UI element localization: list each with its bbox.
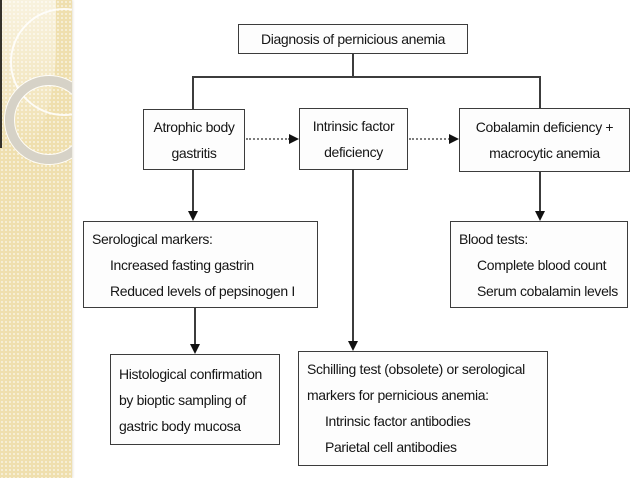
node-item: Intrinsic factor antibodies: [325, 413, 471, 429]
node-label: macrocytic anemia: [489, 145, 600, 161]
arrowhead-icon: [289, 134, 299, 144]
node-blood-tests: Blood tests: Complete blood count Serum …: [450, 221, 628, 308]
node-label: Schilling test (obsolete) or serological: [307, 361, 525, 377]
slide-sidebar-decoration: [0, 0, 72, 478]
dotted-arrow-intrinsic-to-cobalamin: [409, 138, 450, 140]
node-label: Histological confirmation: [119, 366, 262, 382]
connector-branch-left: [192, 76, 194, 109]
node-item: Complete blood count: [477, 257, 607, 273]
node-serological-markers: Serological markers: Increased fasting g…: [83, 221, 318, 308]
arrow-serological-to-histological: [194, 308, 196, 344]
node-histological-confirmation: Histological confirmation by bioptic sam…: [110, 354, 280, 445]
node-schilling-test: Schilling test (obsolete) or serological…: [298, 351, 548, 466]
node-label: markers for pernicious anemia:: [307, 387, 489, 403]
node-diagnosis: Diagnosis of pernicious anemia: [238, 24, 468, 54]
node-label: Atrophic body: [153, 118, 235, 135]
node-item: Serum cobalamin levels: [477, 283, 618, 299]
arrowhead-icon: [535, 211, 545, 221]
connector-diagnosis-stem: [352, 53, 354, 77]
arrowhead-icon: [449, 134, 459, 144]
node-label: gastric body mucosa: [119, 418, 241, 434]
arrowhead-icon: [188, 211, 198, 221]
connector-branch-bar: [192, 76, 541, 78]
node-title: Blood tests:: [459, 231, 528, 247]
arrow-atrophic-to-serological: [192, 170, 194, 211]
arrowhead-icon: [190, 344, 200, 354]
node-label: by bioptic sampling of: [119, 392, 246, 408]
node-title: Serological markers:: [92, 231, 213, 247]
node-item: Parietal cell antibodies: [325, 439, 457, 455]
node-label: Intrinsic factor: [312, 118, 395, 134]
arrow-intrinsic-to-schilling: [352, 170, 354, 341]
decorative-ring-icon: [5, 76, 72, 164]
node-label: Diagnosis of pernicious anemia: [260, 31, 446, 47]
node-item: Increased fasting gastrin: [110, 257, 254, 273]
arrowhead-icon: [348, 341, 358, 351]
dotted-arrow-atrophic-to-intrinsic: [246, 138, 290, 140]
arrow-cobalamin-to-blood: [539, 172, 541, 211]
connector-branch-right: [539, 76, 541, 108]
node-cobalamin-deficiency: Cobalamin deficiency + macrocytic anemia: [459, 108, 630, 172]
node-label: gastritis: [171, 144, 217, 161]
node-atrophic-gastritis: Atrophic body gastritis: [143, 109, 245, 170]
node-label: deficiency: [324, 144, 383, 160]
sidebar-edge-line: [0, 0, 2, 148]
node-label: Cobalamin deficiency +: [475, 119, 614, 135]
node-intrinsic-factor-deficiency: Intrinsic factor deficiency: [299, 108, 408, 170]
node-item: Reduced levels of pepsinogen I: [110, 283, 295, 299]
